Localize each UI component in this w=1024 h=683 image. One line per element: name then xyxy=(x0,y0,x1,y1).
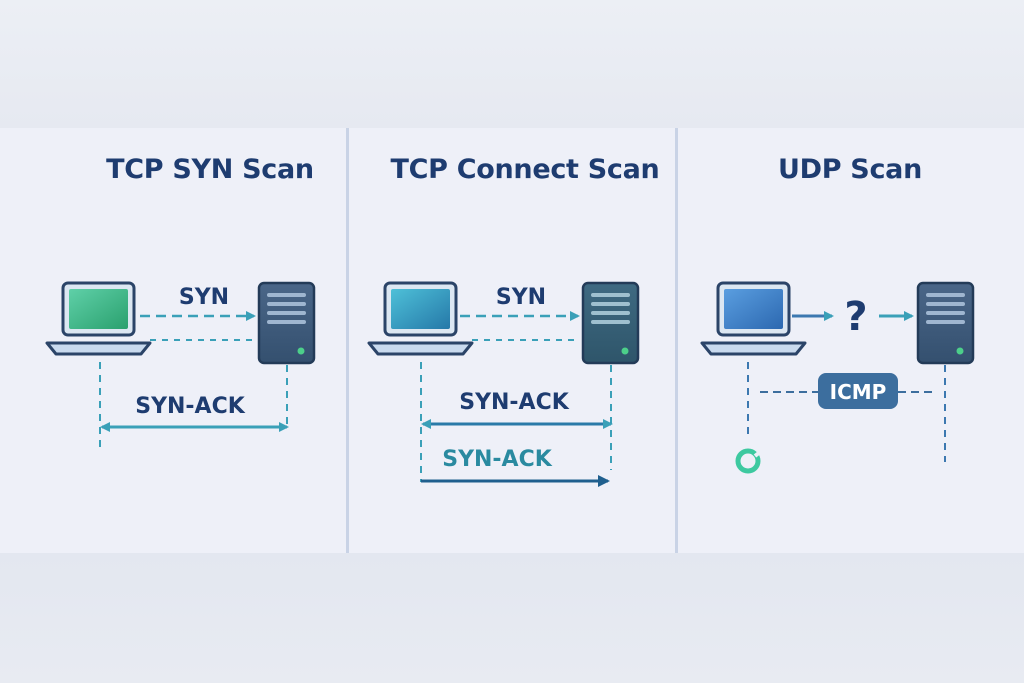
server-icon xyxy=(916,281,975,365)
panel-title-tcp-syn: TCP SYN Scan xyxy=(106,154,314,185)
status-ring-icon xyxy=(735,448,762,474)
syn-label: SYN xyxy=(496,285,546,310)
syn-ack-label-2: SYN-ACK xyxy=(442,447,552,472)
laptop-icon xyxy=(45,281,152,356)
syn-ack-label-1: SYN-ACK xyxy=(459,390,569,415)
panel-divider-1 xyxy=(346,128,349,553)
panel-divider-2 xyxy=(675,128,678,553)
server-icon xyxy=(257,281,316,365)
panel-title-udp: UDP Scan xyxy=(777,154,923,185)
top-band xyxy=(0,0,1024,128)
syn-label: SYN xyxy=(179,285,229,310)
icmp-badge: ICMP xyxy=(818,373,898,409)
syn-ack-label: SYN-ACK xyxy=(135,394,245,419)
laptop-icon xyxy=(367,281,474,356)
icmp-label: ICMP xyxy=(830,380,887,404)
panel-title-tcp-connect: TCP Connect Scan xyxy=(390,154,660,185)
unknown-response-label: ? xyxy=(844,294,867,340)
bottom-band xyxy=(0,553,1024,683)
server-icon xyxy=(581,281,640,365)
laptop-icon xyxy=(700,281,807,356)
